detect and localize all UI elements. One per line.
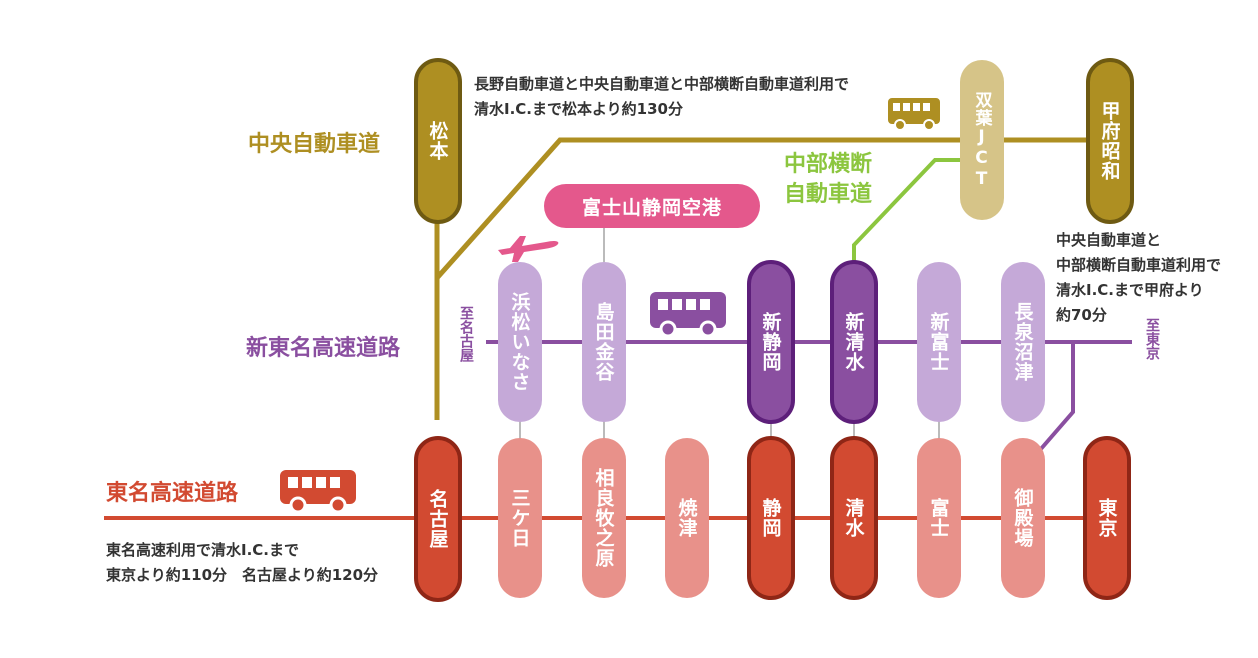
- road-title-chubu-line2: 自動車道: [784, 182, 873, 207]
- note-chuo: 長野自動車道と中央自動車道と中部横断自動車道利用で 清水I.C.まで松本より約1…: [474, 72, 849, 122]
- station-pill-shimada-kanaya[interactable]: [582, 262, 626, 422]
- station-label-nagoya: 名古屋: [426, 489, 449, 549]
- note-tomei: 東名高速利用で清水I.C.まで 東京より約110分 名古屋より約120分: [106, 538, 378, 588]
- station-label-shin-shimizu: 新清水: [842, 312, 865, 372]
- station-pill-matsumoto[interactable]: [414, 58, 462, 224]
- station-label-yaizu: 焼津: [675, 498, 698, 538]
- station-label-sobajct: 双葉JCT: [971, 90, 992, 190]
- station-pill-shin-shimizu[interactable]: [830, 260, 878, 424]
- station-label-kofushowa: 甲府昭和: [1098, 101, 1121, 181]
- road-title-shin-tomei: 新東名高速道路: [246, 336, 401, 361]
- note-chuo-line1: 長野自動車道と中央自動車道と中部横断自動車道利用で: [474, 75, 850, 93]
- station-label-matsumoto: 松本: [426, 121, 449, 161]
- bus-icon: [888, 98, 940, 131]
- station-pill-yaizu[interactable]: [665, 438, 709, 598]
- airport-label: 富士山静岡空港: [581, 196, 722, 219]
- note-kofu: 中央自動車道と 中部横断自動車道利用で 清水I.C.まで甲府より 約70分: [1056, 228, 1221, 328]
- station-label-tokyo: 東京: [1095, 498, 1118, 538]
- station-label-shin-shizuoka: 新静岡: [759, 312, 782, 372]
- road-title-chuo: 中央自動車道: [248, 132, 381, 157]
- station-label-shimada-kanaya: 島田金谷: [592, 302, 615, 382]
- station-pill-sagara-makinohara[interactable]: [582, 438, 626, 598]
- station-pill-nagoya[interactable]: [414, 436, 462, 602]
- station-pill-sobajct[interactable]: [960, 60, 1004, 220]
- direction-to-tokyo: 至東京: [1144, 318, 1160, 360]
- bus-icon: [280, 470, 356, 514]
- road-title-chubu-line1: 中部横断: [784, 152, 873, 177]
- station-pill-tokyo[interactable]: [1083, 436, 1131, 600]
- note-kofu-line1: 中央自動車道と: [1056, 231, 1162, 249]
- station-label-shimizu: 清水: [842, 498, 865, 538]
- station-label-fuji: 富士: [927, 498, 950, 538]
- station-label-hamamatsu-inasa: 浜松いなさ: [508, 292, 531, 392]
- station-label-shin-fuji: 新富士: [927, 312, 950, 372]
- chubu-line: [852, 158, 982, 262]
- note-kofu-line2: 中部横断自動車道利用で: [1056, 256, 1222, 274]
- station-pill-nagaizumi-numazu[interactable]: [1001, 262, 1045, 422]
- note-chuo-line2: 清水I.C.まで松本より約130分: [474, 100, 683, 118]
- station-pill-shin-shizuoka[interactable]: [747, 260, 795, 424]
- station-label-sagara-makinohara: 相良牧之原: [592, 468, 615, 568]
- station-label-shizuoka: 静岡: [759, 498, 782, 538]
- station-pill-kofushowa[interactable]: [1086, 58, 1134, 224]
- bus-icon: [650, 292, 726, 338]
- airplane-icon: [498, 236, 559, 262]
- chuo-line: [434, 137, 1110, 420]
- station-pill-shin-fuji[interactable]: [917, 262, 961, 422]
- station-pill-shizuoka[interactable]: [747, 436, 795, 600]
- station-pill-gotemba[interactable]: [1001, 438, 1045, 598]
- note-kofu-line3: 清水I.C.まで甲府より: [1056, 281, 1204, 299]
- station-label-gotemba: 御殿場: [1011, 488, 1034, 548]
- station-label-nagaizumi-numazu: 長泉沼津: [1011, 302, 1034, 382]
- station-pill-shimizu[interactable]: [830, 436, 878, 600]
- note-tomei-line1: 東名高速利用で清水I.C.まで: [106, 541, 299, 559]
- station-label-mikkabi: 三ケ日: [508, 488, 531, 548]
- airport-pill[interactable]: [544, 184, 760, 228]
- gotemba-connector: [1038, 342, 1075, 452]
- station-pill-mikkabi[interactable]: [498, 438, 542, 598]
- road-title-chubu: 中部横断 自動車道: [784, 150, 872, 210]
- note-kofu-line4: 約70分: [1056, 306, 1107, 324]
- direction-to-nagoya: 至名古屋: [458, 306, 474, 362]
- note-tomei-line2: 東京より約110分 名古屋より約120分: [106, 566, 379, 584]
- road-title-tomei: 東名高速道路: [106, 481, 239, 506]
- station-pill-fuji[interactable]: [917, 438, 961, 598]
- station-pill-hamamatsu-inasa[interactable]: [498, 262, 542, 422]
